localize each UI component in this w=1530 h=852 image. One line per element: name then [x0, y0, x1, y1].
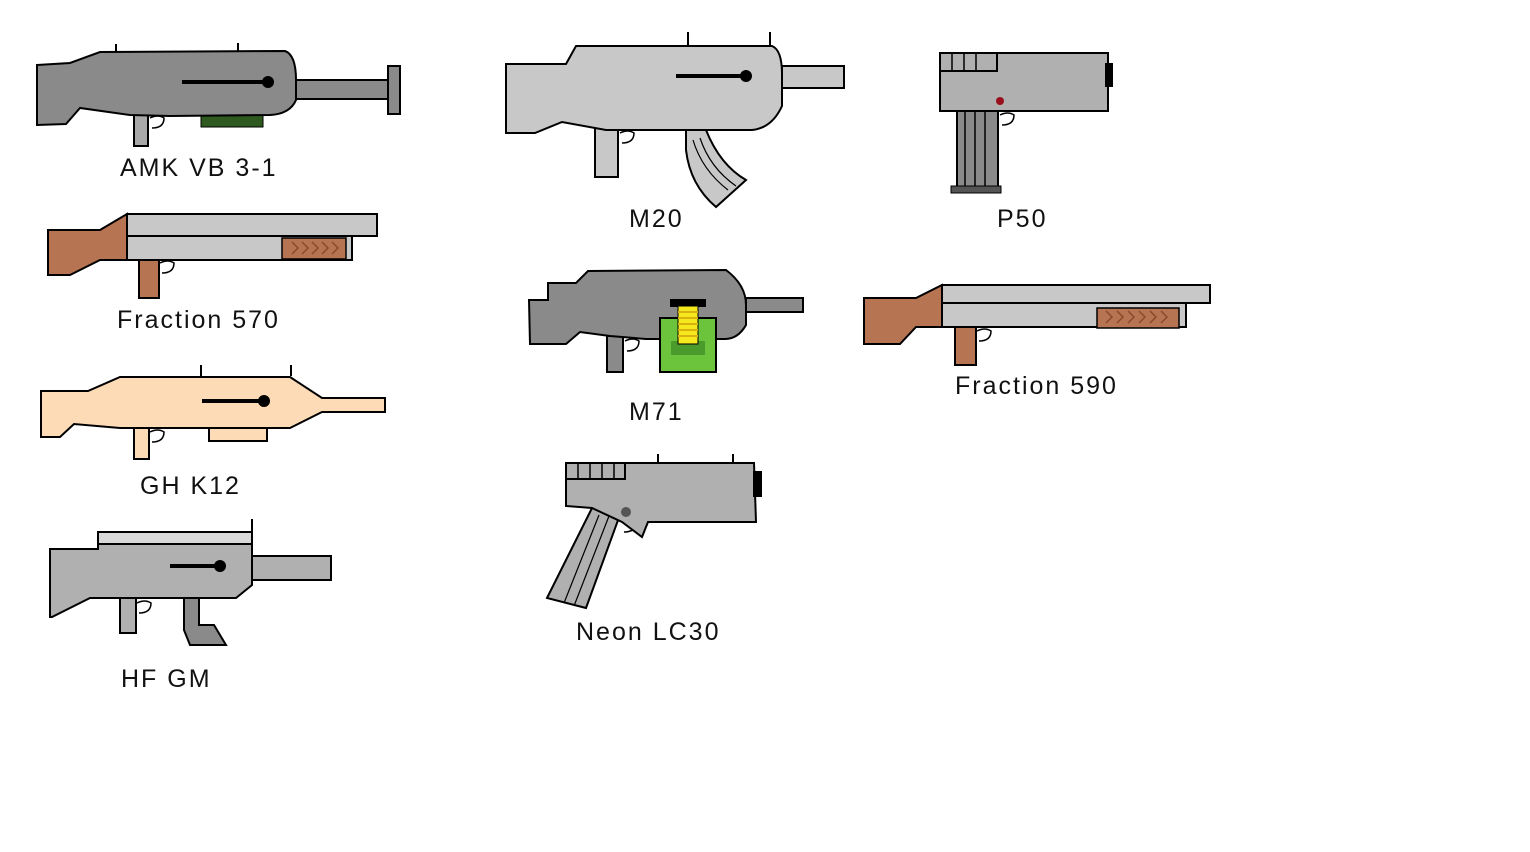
smg-icon: [49, 519, 332, 646]
weapon-label-amk: AMK VB 3-1: [120, 154, 278, 182]
weapon-label-m20: M20: [629, 205, 684, 233]
weapon-label-fraction570: Fraction 570: [117, 306, 280, 334]
pistol-icon: [939, 52, 1113, 194]
shotgun-icon: [863, 283, 1211, 366]
smg-icon: [505, 32, 845, 209]
shotgun-icon: [47, 212, 378, 299]
assault-rifle-icon: [36, 43, 401, 147]
weapon-label-hfgm: HF GM: [121, 665, 212, 693]
smg-icon: [527, 268, 804, 373]
weapon-label-fraction590: Fraction 590: [955, 372, 1118, 400]
weapon-label-neonlc30: Neon LC30: [576, 618, 721, 646]
rifle-icon: [40, 365, 386, 460]
weapon-label-p50: P50: [997, 205, 1048, 233]
pistol-icon: [545, 454, 762, 610]
weapon-label-ghk12: GH K12: [140, 472, 241, 500]
weapon-label-m71: M71: [629, 398, 684, 426]
